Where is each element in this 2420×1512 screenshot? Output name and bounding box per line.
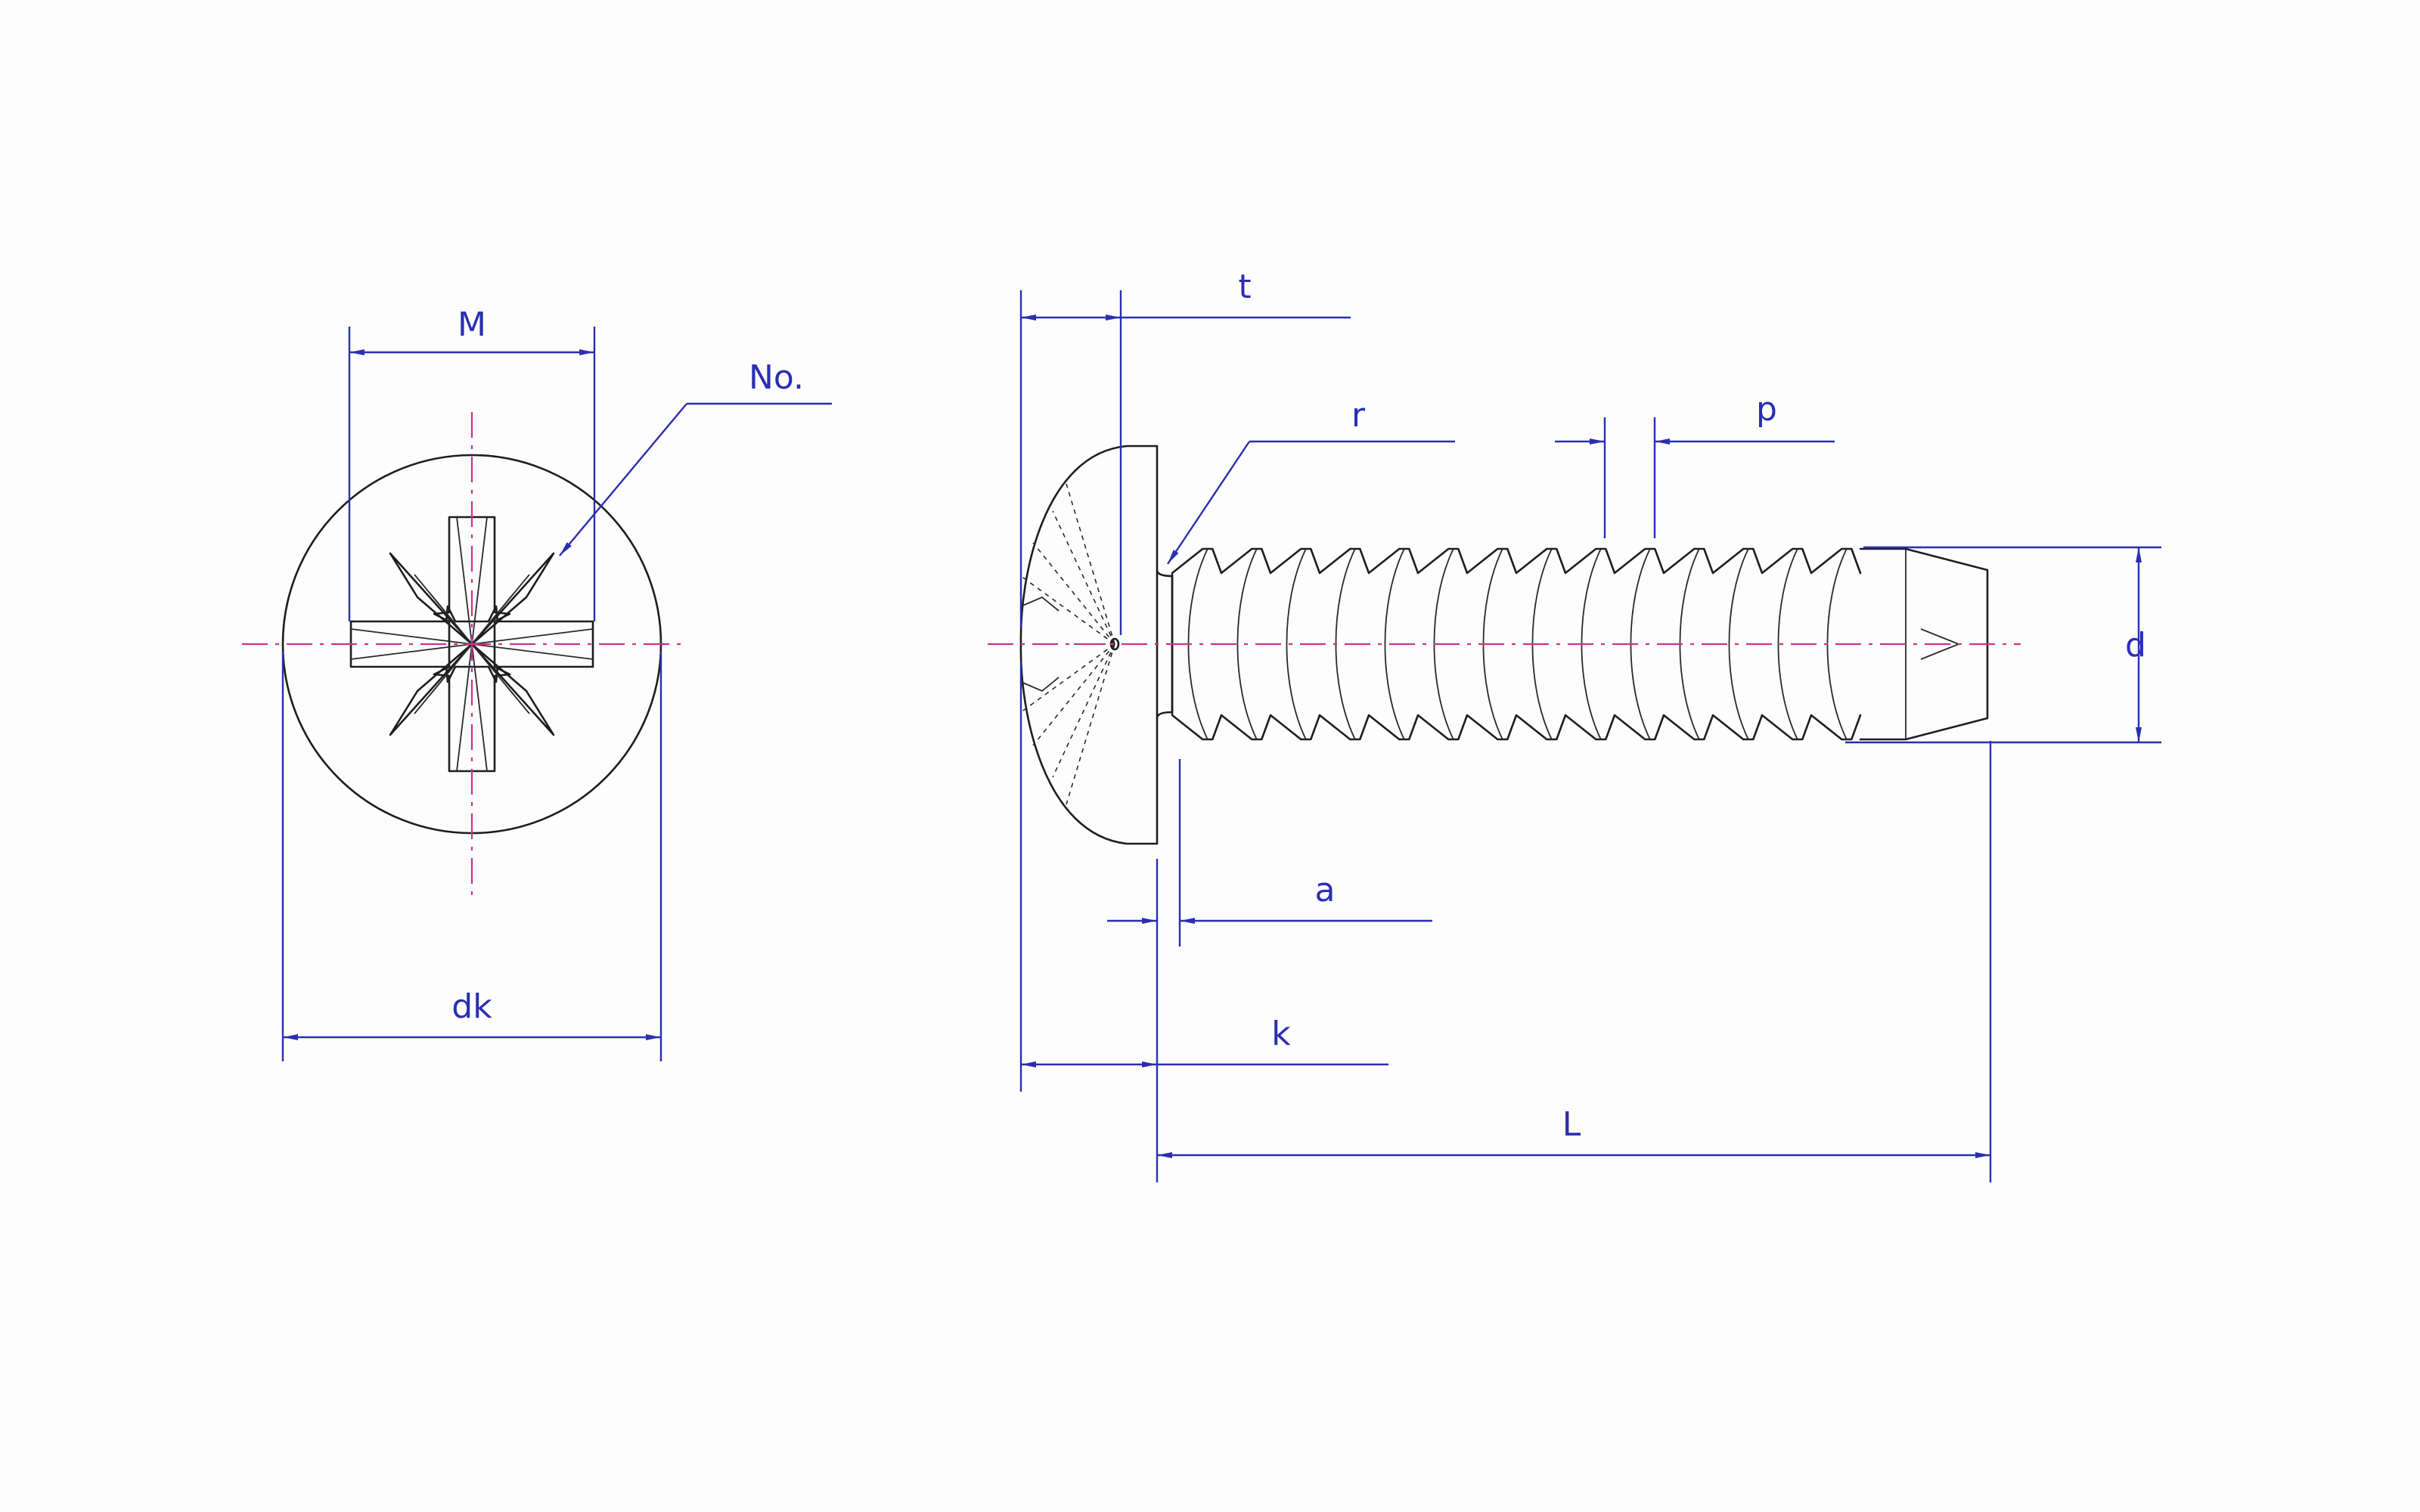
- label-d: d: [2125, 626, 2146, 665]
- thread-helix-line: [1236, 548, 1258, 740]
- leader-r: r: [1167, 396, 1455, 565]
- recess-vertical-slot: [433, 516, 511, 773]
- thread-crest-bottom: [1171, 714, 1862, 741]
- thread-helix-line: [1728, 548, 1749, 740]
- screw-side-view: t r p d a: [988, 268, 2161, 1182]
- thread-helix-line: [1679, 548, 1700, 740]
- thread-crest-top: [1171, 547, 1862, 575]
- dimension-k: k: [1019, 662, 1388, 1092]
- label-r: r: [1351, 396, 1366, 435]
- head-slot-edges: [1020, 596, 1060, 692]
- label-p: p: [1756, 390, 1777, 429]
- dimension-dk: dk: [281, 652, 662, 1061]
- label-dk: dk: [451, 987, 492, 1026]
- thread-point-taper: [1859, 547, 1989, 741]
- head-top-view: M No. dk: [242, 305, 832, 1061]
- leader-line-No: [559, 403, 687, 556]
- dimension-a: a: [1107, 759, 1432, 1182]
- leader-line-r: [1167, 441, 1250, 565]
- label-t: t: [1238, 268, 1251, 306]
- recess-horizontal-slot: [349, 605, 594, 683]
- label-L: L: [1562, 1105, 1581, 1144]
- thread-helix-line: [1286, 548, 1307, 740]
- dimension-t: t: [1019, 268, 1351, 635]
- dimension-L: L: [1157, 741, 1992, 1182]
- recess-diagonal-lobes: [389, 552, 555, 736]
- thread-helix-line: [1384, 548, 1405, 740]
- recess-star-rays: [414, 574, 530, 714]
- dimension-M: M: [348, 305, 596, 621]
- label-No: No.: [749, 358, 804, 397]
- thread-helix-line: [1777, 548, 1798, 740]
- dimension-p: p: [1555, 390, 1835, 538]
- label-M: M: [458, 305, 486, 344]
- label-k: k: [1271, 1015, 1291, 1053]
- screw-head-profile: [1019, 445, 1159, 845]
- label-a: a: [1315, 871, 1336, 909]
- dimension-d: d: [1845, 546, 2161, 744]
- leader-No: No.: [559, 358, 832, 556]
